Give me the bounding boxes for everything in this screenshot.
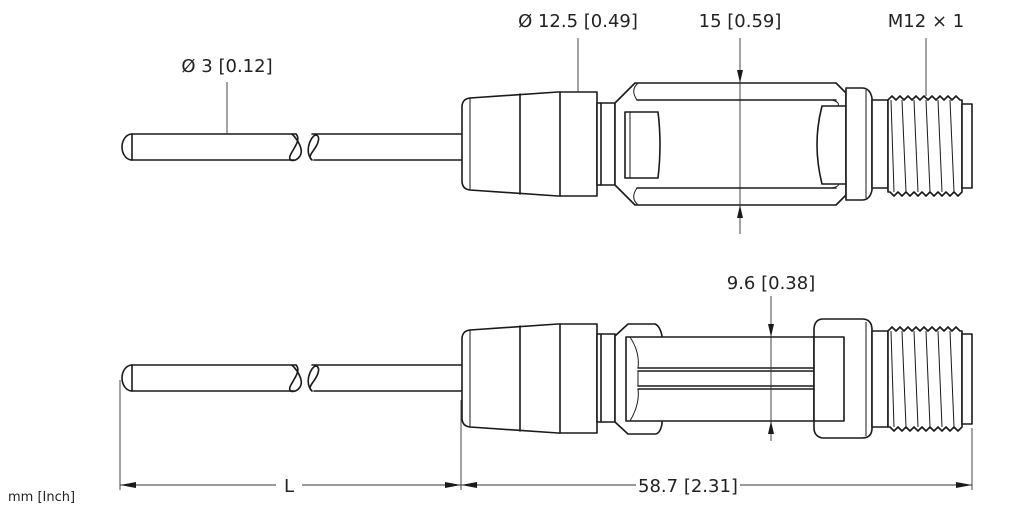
side-grip [461,323,616,434]
top-collar [845,87,889,201]
thread-label: M12 × 1 [888,11,964,32]
top-dimensions [226,38,927,234]
top-cable [121,133,464,162]
body-width-label: 15 [0.59] [699,11,782,32]
top-hex-body [614,82,847,206]
cable-diameter-label: Ø 3 [0.12] [181,56,272,77]
side-dimensions [119,296,973,490]
side-body [614,323,845,435]
units-label: mm [Inch] [8,490,75,505]
connector-length-label: 58.7 [2.31] [638,476,738,497]
top-thread [887,95,973,197]
side-view [119,296,973,490]
top-grip [461,91,616,197]
cable-length-label: L [284,476,294,497]
side-collar [813,318,889,439]
side-cable [121,364,464,393]
top-view [121,38,973,234]
side-thread [887,326,973,432]
nut-diameter-label: Ø 12.5 [0.49] [518,11,638,32]
flat-width-label: 9.6 [0.38] [727,273,815,294]
